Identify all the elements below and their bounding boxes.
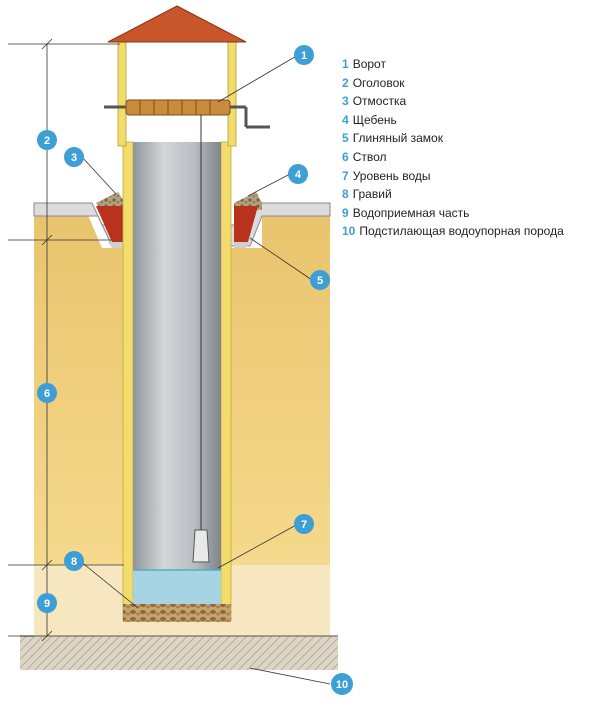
badge-3: 3 [64, 147, 84, 167]
well-roof [107, 5, 247, 43]
svg-text:9: 9 [44, 598, 50, 610]
well-shaft [133, 142, 221, 570]
shaft-wall-left [122, 141, 134, 621]
svg-text:6: 6 [44, 388, 50, 400]
badge-6: 6 [37, 383, 57, 403]
badge-7: 7 [294, 514, 314, 534]
badge-2: 2 [37, 130, 57, 150]
badge-8: 8 [64, 551, 84, 571]
clay-lock-right [234, 206, 258, 242]
badge-9: 9 [37, 593, 57, 613]
water-level [133, 570, 221, 604]
svg-text:4: 4 [295, 169, 302, 181]
badge-5: 5 [310, 270, 330, 290]
svg-text:8: 8 [71, 556, 77, 568]
impermeable-rock-layer [20, 636, 338, 670]
head-post-left [117, 41, 127, 147]
blind-area [96, 192, 125, 210]
clay-lock-left [96, 206, 124, 242]
bucket [192, 529, 210, 563]
badge-10: 10 [331, 673, 353, 695]
gravel-bottom [123, 604, 231, 622]
badge-1: 1 [294, 45, 314, 65]
svg-text:2: 2 [44, 135, 50, 147]
svg-text:3: 3 [71, 152, 77, 164]
svg-text:5: 5 [317, 275, 323, 287]
ground-surface [33, 202, 331, 247]
shaft-wall-right [220, 141, 232, 621]
svg-text:1: 1 [301, 50, 307, 62]
badge-4: 4 [288, 164, 308, 184]
svg-text:7: 7 [301, 519, 307, 531]
windlass-drum [125, 99, 231, 116]
svg-text:10: 10 [336, 679, 348, 691]
